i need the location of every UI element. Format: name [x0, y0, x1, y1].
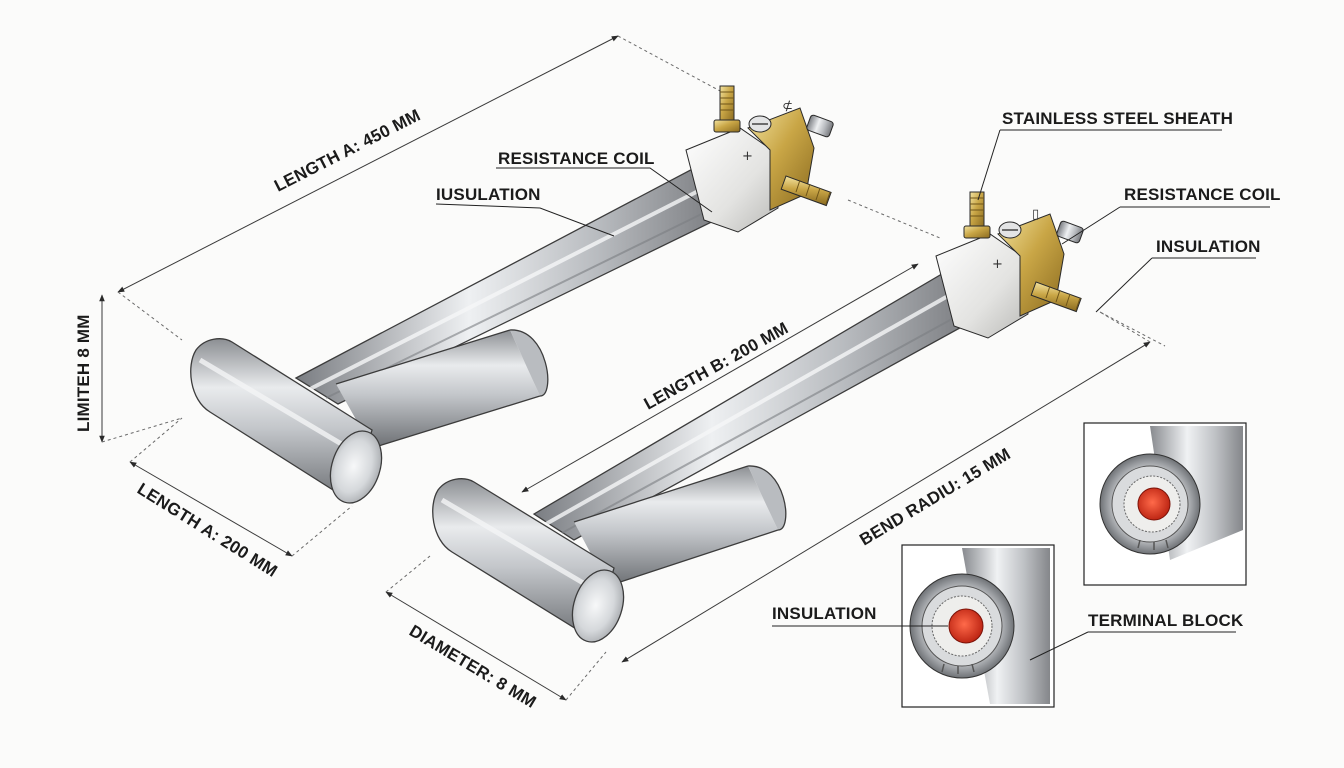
dim-diameter-line	[385, 591, 567, 701]
leader-lines	[435, 129, 1270, 661]
label-limit-8: LIMITEH 8 MM	[74, 314, 93, 432]
dim-extension	[1099, 311, 1166, 347]
dim-extension	[617, 35, 723, 93]
label-diameter: DIAMETER: 8 MM	[406, 621, 540, 712]
leader-terminal-block-drop	[1029, 631, 1089, 661]
leader-insulation-2-drop	[1095, 257, 1153, 313]
label-bend-radius: BEND RADIU: 15 MM	[856, 444, 1014, 549]
dim-extension	[117, 291, 183, 341]
threaded-stud-2	[1030, 281, 1082, 313]
cross-section-inset-2	[1083, 422, 1247, 586]
terminal-symbol: ▯	[1032, 207, 1039, 222]
label-resistance-coil-2: RESISTANCE COIL	[1124, 185, 1281, 204]
label-insulation-1: IUSULATION	[436, 185, 541, 204]
label-insulation-3: INSULATION	[772, 604, 877, 623]
dim-extension	[847, 199, 941, 239]
heater-2-terminal-block: + ▯	[935, 191, 1084, 339]
plus-symbol: +	[742, 149, 753, 164]
dim-extension	[101, 417, 183, 443]
label-stainless-sheath: STAINLESS STEEL SHEATH	[1002, 109, 1233, 128]
dim-length-a-200-line	[129, 461, 293, 557]
heater-1-short-tube	[336, 330, 540, 448]
heater-2-short-tube	[574, 466, 778, 586]
dim-extension	[129, 417, 183, 463]
heater-1-terminal-block: + ⊄	[685, 85, 834, 233]
side-nut-1	[806, 114, 834, 138]
heater-2-end-cap	[571, 569, 625, 643]
threaded-stud-1	[780, 175, 832, 207]
leader-stainless-sheath-drop	[977, 129, 1001, 201]
label-resistance-coil-1: RESISTANCE COIL	[498, 149, 655, 168]
dimension-lines	[99, 35, 1166, 701]
resistance-core	[948, 608, 984, 644]
label-length-a-450: LENGTH A: 450 MM	[271, 105, 423, 195]
leader-resistance-coil-1	[496, 167, 713, 213]
plus-symbol: +	[992, 257, 1003, 272]
label-terminal-block: TERMINAL BLOCK	[1088, 611, 1244, 630]
terminal-symbol: ⊄	[782, 99, 793, 114]
heater-element-2: + ▯	[432, 191, 1084, 643]
leader-resistance-coil-2-drop	[1061, 206, 1121, 245]
dim-extension	[565, 651, 607, 701]
heater-element-1: + ⊄	[190, 85, 834, 504]
leader-insulation-1	[435, 203, 615, 237]
dim-length-a-450-line	[117, 35, 619, 293]
dim-extension	[291, 505, 353, 557]
dim-extension	[385, 555, 431, 593]
heater-1-end-cap	[329, 430, 383, 504]
label-length-a-200: LENGTH A: 200 MM	[134, 479, 281, 581]
dim-bend-radius-line	[621, 341, 1151, 663]
label-insulation-2: INSULATION	[1156, 237, 1261, 256]
side-nut-2	[1056, 220, 1084, 244]
dim-extension	[1099, 311, 1151, 343]
